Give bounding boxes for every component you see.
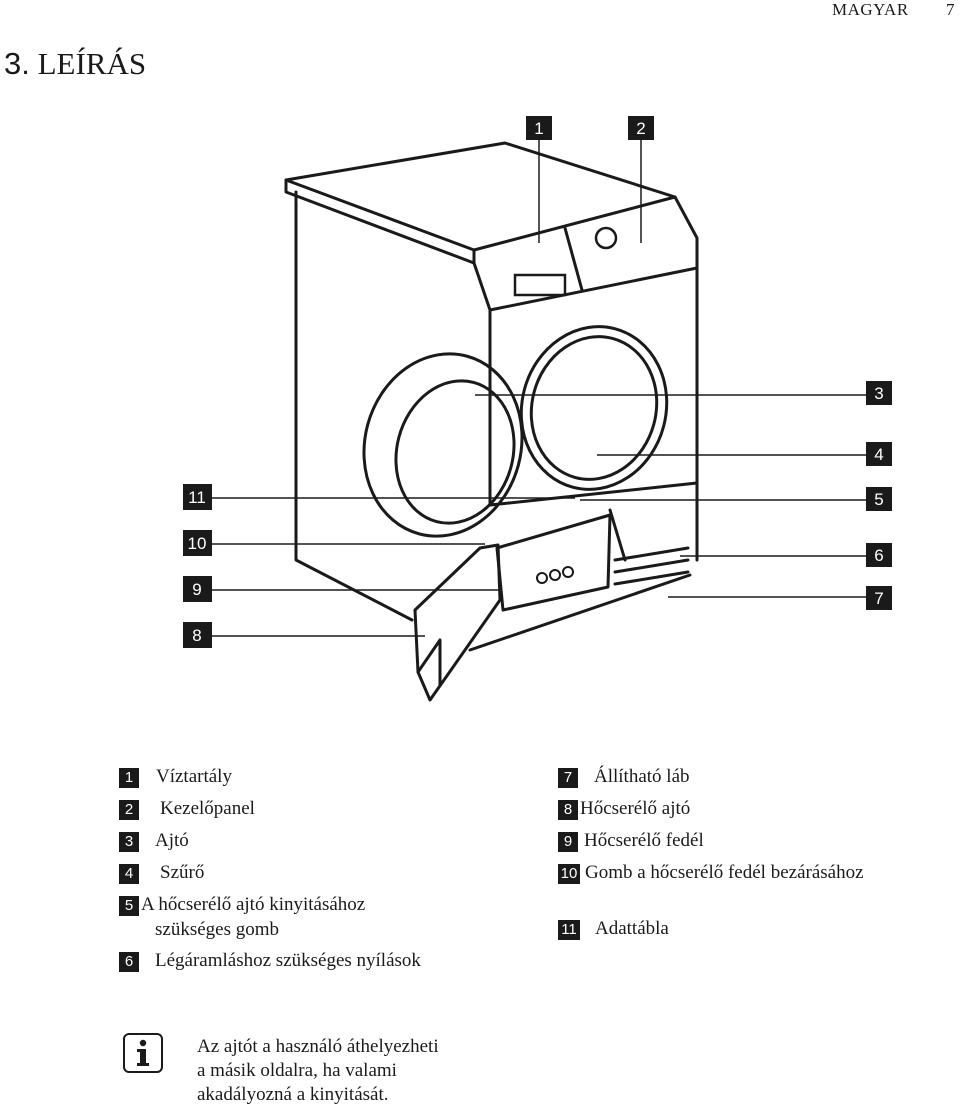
legend-label: Szűrő — [160, 862, 205, 883]
exchanger-knobs — [536, 566, 574, 584]
legend-label: Adattábla — [595, 918, 669, 939]
legend-number: 4 — [119, 864, 139, 884]
legend-number: 8 — [558, 800, 578, 820]
header-language: MAGYAR — [832, 0, 909, 19]
control-knob — [594, 226, 618, 250]
info-icon — [123, 1033, 163, 1073]
legend-label: Kezelőpanel — [160, 798, 255, 819]
section-number: 3. — [4, 46, 30, 81]
svg-text:8: 8 — [192, 626, 201, 645]
callout-5: 5 — [866, 487, 892, 511]
callout-4: 4 — [866, 442, 892, 466]
legend-number: 10 — [558, 864, 580, 884]
legend-number: 6 — [119, 952, 139, 972]
callout-11: 11 — [183, 484, 212, 510]
svg-text:3: 3 — [874, 384, 883, 403]
svg-text:1: 1 — [534, 119, 543, 138]
info-note-line: Az ajtót a használó áthelyezheti — [197, 1036, 439, 1057]
svg-text:10: 10 — [188, 534, 207, 553]
legend-label: Víztartály — [156, 766, 232, 787]
legend-label: A hőcserélő ajtó kinyitásához — [141, 894, 366, 915]
dryer-diagram: 1 2 3 4 5 6 7 8 9 10 11 — [183, 116, 892, 702]
legend-number: 7 — [558, 768, 578, 788]
svg-text:2: 2 — [636, 119, 645, 138]
legend-number: 5 — [119, 896, 139, 916]
svg-text:6: 6 — [874, 546, 883, 565]
legend-number: 11 — [558, 920, 580, 940]
legend-label: Gomb a hőcserélő fedél bezárásához — [585, 862, 864, 883]
callout-7: 7 — [866, 586, 892, 610]
legend-label: Állítható láb — [594, 766, 690, 787]
legend-label-continued: szükséges gomb — [155, 919, 280, 940]
info-glyph — [137, 1039, 149, 1066]
svg-text:5: 5 — [874, 490, 883, 509]
legend-number: 9 — [558, 832, 578, 852]
svg-text:4: 4 — [874, 445, 883, 464]
info-note-line: akadályozná a kinyitását. — [197, 1084, 389, 1105]
legend-number: 2 — [119, 800, 139, 820]
legend-label: Hőcserélő ajtó — [580, 798, 691, 819]
dryer-outline — [284, 141, 699, 702]
svg-text:9: 9 — [192, 580, 201, 599]
callout-9: 9 — [183, 576, 212, 602]
svg-text:11: 11 — [188, 488, 206, 507]
info-note-line: a másik oldalra, ha valami — [197, 1060, 397, 1081]
svg-text:7: 7 — [874, 589, 883, 608]
legend-label: Ajtó — [155, 830, 189, 851]
callout-3: 3 — [866, 381, 892, 405]
leader-lines — [212, 140, 866, 637]
callout-1: 1 — [526, 116, 552, 140]
legend-label: Légáramláshoz szükséges nyílások — [155, 950, 421, 971]
section-title-text: LEÍRÁS — [37, 46, 147, 81]
callout-8: 8 — [183, 622, 212, 648]
legend-label: Hőcserélő fedél — [584, 830, 704, 851]
legend-number: 3 — [119, 832, 139, 852]
callout-6: 6 — [866, 543, 892, 567]
callout-2: 2 — [628, 116, 654, 140]
info-note: Az ajtót a használó áthelyezheti a másik… — [197, 1035, 439, 1107]
section-title: 3. LEÍRÁS — [4, 46, 146, 82]
page-number: 7 — [946, 0, 955, 19]
callout-10: 10 — [183, 530, 212, 556]
legend-number: 1 — [119, 768, 139, 788]
water-tank-handle — [513, 273, 567, 297]
